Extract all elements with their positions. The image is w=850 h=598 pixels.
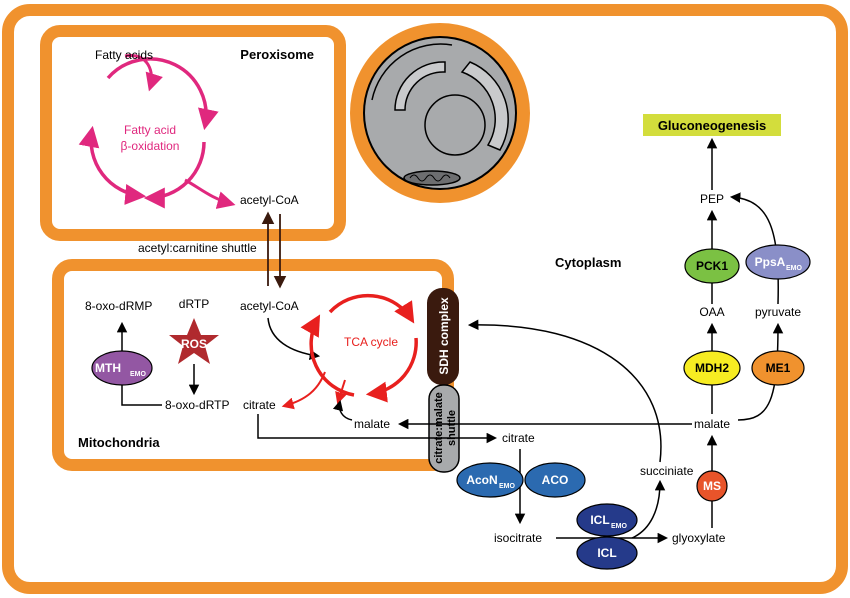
icl-emo-label: ICL — [590, 513, 609, 527]
malate-cytoplasm: malate — [694, 417, 730, 431]
ppsa-emo-label: PpsA — [755, 255, 786, 269]
mth-subscript: EMO — [130, 371, 147, 378]
isocitrate-label: isocitrate — [494, 531, 542, 545]
icl-enzyme — [576, 536, 638, 570]
pyruvate-label: pyruvate — [755, 305, 801, 319]
acon-emo-subscript: EMO — [499, 483, 516, 490]
8-oxo-drtp-label: 8-oxo-dRTP — [165, 398, 229, 412]
pyruvate-to-pep-arrow — [729, 192, 779, 305]
tca-cycle-label: TCA cycle — [344, 335, 398, 349]
beta-oxidation-label-1: Fatty acid — [124, 123, 176, 137]
mdh2-enzyme — [683, 350, 741, 386]
acetyl-coa-mitochondria: acetyl-CoA — [240, 299, 299, 313]
pep-label: PEP — [700, 192, 724, 206]
acetyl-carnitine-shuttle-label: acetyl:carnitine shuttle — [138, 241, 257, 255]
ppsa-emo-enzyme — [745, 244, 811, 280]
fatty-acids-label: Fatty acids — [95, 48, 153, 62]
pck1-label: PCK1 — [696, 259, 728, 273]
tca-cycle — [281, 293, 418, 410]
ppsa-emo-subscript: EMO — [786, 265, 803, 272]
sdh-complex — [427, 288, 459, 385]
glyoxylate-label: glyoxylate — [672, 531, 726, 545]
cytoplasm-label: Cytoplasm — [555, 255, 621, 270]
8-oxo-drmp-label: 8-oxo-dRMP — [85, 299, 152, 313]
aco-enzyme — [524, 462, 586, 498]
gluconeogenesis-label: Gluconeogenesis — [658, 118, 766, 133]
acon-emo-enzyme — [456, 462, 524, 498]
gluconeogenesis-highlight — [643, 114, 781, 136]
sdh-complex-label: SDH complex — [437, 297, 451, 375]
beta-oxidation-cycle — [78, 54, 236, 209]
beta-oxidation-label-2: β-oxidation — [121, 139, 180, 153]
me1-label: ME1 — [766, 361, 791, 375]
ms-enzyme — [696, 470, 728, 502]
citrate-malate-shuttle-label-1: citrate:malate — [433, 392, 445, 464]
succiniate-label: succiniate — [640, 464, 694, 478]
acetyl-coa-peroxisome: acetyl-CoA — [240, 193, 299, 207]
mth-enzyme — [91, 350, 153, 386]
aco-label: ACO — [542, 473, 569, 487]
citrate-mitochondria: citrate — [243, 398, 276, 412]
mth-label: MTH — [95, 361, 121, 375]
ros-label: ROS — [181, 337, 207, 351]
succiniate-to-sdh-arrow — [467, 319, 662, 463]
malate-mitochondria: malate — [354, 417, 390, 431]
icl-emo-subscript: EMO — [611, 523, 628, 530]
icl-emo-enzyme — [576, 503, 638, 537]
malate-to-tca-arrow — [332, 399, 353, 421]
peroxisome-label: Peroxisome — [240, 47, 314, 62]
mth-hydrolysis-line — [121, 380, 162, 406]
acon-emo-label: AcoN — [466, 473, 497, 487]
oaa-label: OAA — [699, 305, 724, 319]
citrate-malate-shuttle — [428, 384, 460, 473]
mitochondria-label: Mitochondria — [78, 435, 160, 450]
cell-illustration — [350, 23, 530, 203]
ms-label: MS — [703, 479, 721, 493]
drtp-label: dRTP — [179, 297, 209, 311]
malate-to-pyruvate-arrow — [737, 322, 784, 421]
icl-to-succiniate-arrow — [631, 479, 666, 539]
me1-enzyme — [751, 350, 805, 386]
ros-star — [169, 318, 219, 364]
mdh2-label: MDH2 — [695, 361, 729, 375]
icl-label: ICL — [597, 546, 616, 560]
pck1-enzyme — [684, 248, 740, 284]
citrate-malate-shuttle-label-2: shuttle — [446, 410, 458, 446]
citrate-export-arrow — [257, 414, 498, 444]
citrate-cytoplasm: citrate — [502, 431, 535, 445]
